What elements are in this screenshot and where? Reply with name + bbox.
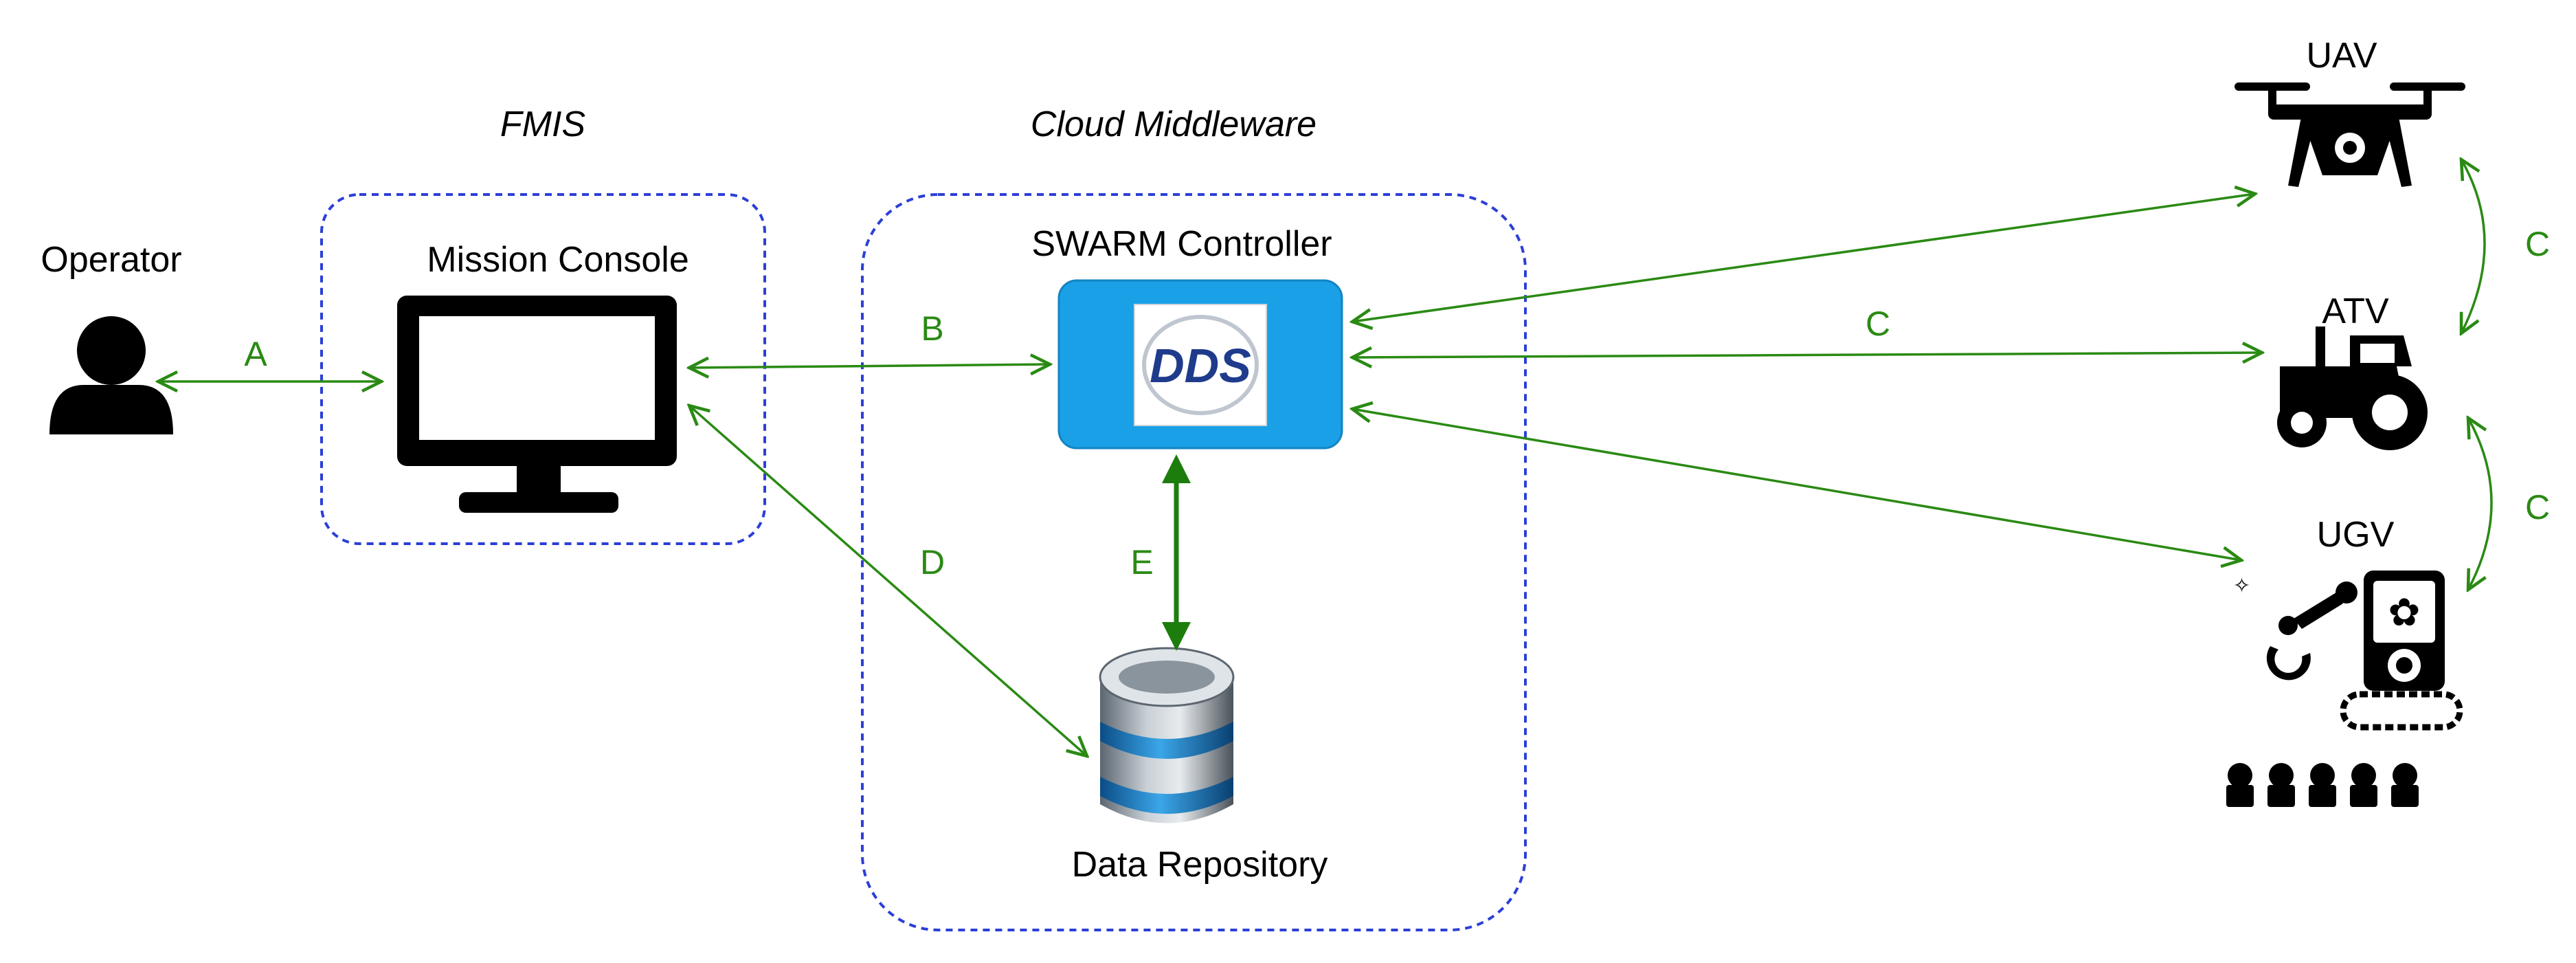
edge-c-atv-label: C bbox=[1866, 305, 1890, 343]
edge-c-uav-arrow bbox=[1352, 194, 2255, 322]
database-icon bbox=[1099, 647, 1235, 823]
connection-arrows bbox=[158, 159, 2493, 756]
edge-b-label: B bbox=[921, 309, 943, 348]
edge-a-label: A bbox=[244, 335, 267, 373]
fmis-group-box bbox=[320, 193, 766, 545]
dds-logo-text: DDS bbox=[1150, 339, 1251, 392]
data-repository-label: Data Repository bbox=[1072, 845, 1328, 885]
edge-d-label: D bbox=[920, 543, 945, 582]
drone-icon bbox=[2235, 82, 2465, 187]
edge-c-ugv-arrow bbox=[1352, 409, 2241, 560]
dds-logo: DDS bbox=[1134, 304, 1267, 426]
edge-c-atv-ugv-label: C bbox=[2525, 488, 2550, 527]
edge-b-arrow bbox=[689, 364, 1050, 368]
tractor-icon bbox=[2277, 326, 2428, 450]
svg-text:✧: ✧ bbox=[2233, 574, 2250, 598]
edge-e-label: E bbox=[1130, 543, 1153, 582]
swarm-controller-label: SWARM Controller bbox=[1031, 224, 1332, 264]
uav-label: UAV bbox=[2306, 36, 2377, 76]
edge-c-atv-ugv-arrow bbox=[2468, 418, 2493, 590]
mission-console-label: Mission Console bbox=[427, 240, 689, 280]
atv-label: ATV bbox=[2322, 291, 2389, 331]
robot-icon: ✧ ✿ bbox=[2226, 571, 2463, 807]
monitor-icon bbox=[397, 296, 677, 513]
edge-c-atv-arrow bbox=[1352, 353, 2262, 357]
edge-c-uav-atv-label: C bbox=[2525, 225, 2550, 263]
operator-icon bbox=[49, 316, 173, 434]
edge-c-uav-atv-arrow bbox=[2461, 159, 2486, 333]
cloud-middleware-group-title: Cloud Middleware bbox=[1031, 104, 1317, 144]
operator-label: Operator bbox=[41, 240, 181, 280]
svg-text:✿: ✿ bbox=[2388, 590, 2421, 635]
fmis-group-title: FMIS bbox=[500, 104, 586, 144]
edge-d-arrow bbox=[689, 406, 1087, 756]
ugv-label: UGV bbox=[2317, 515, 2395, 555]
